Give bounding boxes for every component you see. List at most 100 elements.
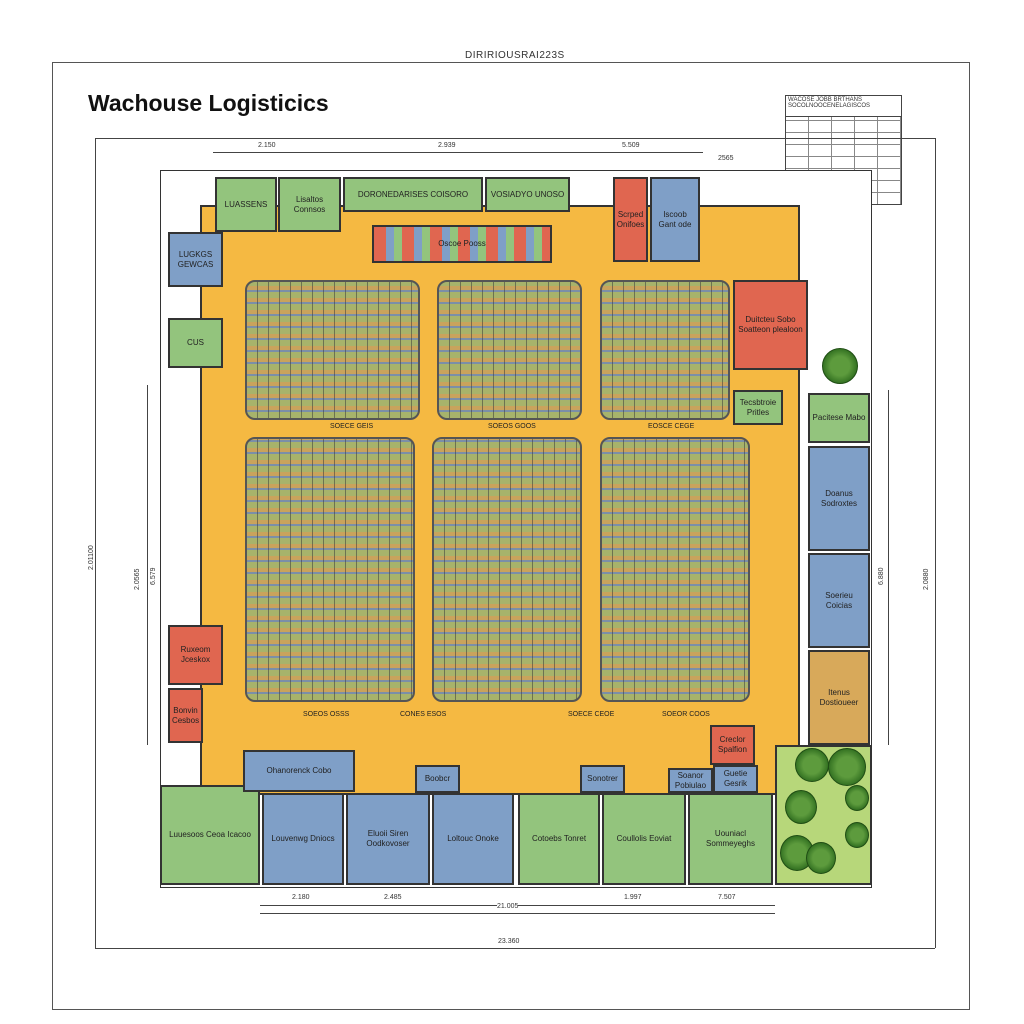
dimension-line — [260, 913, 775, 914]
dimension-label: 6.579 — [150, 567, 157, 585]
dimension-line — [213, 152, 703, 153]
room-label: Loltouc Onoke — [447, 834, 499, 844]
room: Duitcteu Sobo Soatteon plealoon — [733, 280, 808, 370]
dimension-label: 7.507 — [718, 894, 736, 901]
room-label: DORONEDARISES COISORO — [357, 189, 469, 199]
room: Louvenwg Dniocs — [262, 793, 344, 885]
tree-icon — [795, 748, 829, 782]
dimension-line — [95, 138, 96, 948]
corridor-label: SOEOS GOOS — [488, 423, 536, 430]
room-label: Creclor Spalfion — [718, 735, 747, 754]
room: Sonotrer — [580, 765, 625, 793]
room: Ruxeom Jceskox — [168, 625, 223, 685]
dimension-line — [95, 138, 935, 139]
room-label: VOSIADYO UNOSO — [490, 189, 565, 199]
room-label: Soanor Pobiulao — [674, 770, 707, 790]
room: Eluoii Siren Oodkovoser — [346, 793, 430, 885]
room: Uouniacl Sommeyeghs — [688, 793, 773, 885]
corridor-label: SOECE CEOE — [568, 711, 615, 718]
dimension-label: 1.997 — [624, 894, 642, 901]
room-label: CUS — [187, 338, 204, 348]
room: Tecsbtroie Pritles — [733, 390, 783, 425]
room-label: Eluoii Siren Oodkovoser — [366, 829, 410, 848]
dimension-line — [935, 138, 936, 948]
room: Creclor Spalfion — [710, 725, 755, 765]
room-label: Soerieu Coicias — [825, 590, 853, 610]
room: Ohanorenck Cobo — [243, 750, 355, 792]
room: DORONEDARISES COISORO — [343, 177, 483, 212]
room: LUASSENS — [215, 177, 277, 232]
room: Cotoebs Tonret — [518, 793, 600, 885]
room-label: Oscoe Pooss — [438, 239, 486, 249]
storage-rack-block — [245, 280, 420, 420]
drawing-code: DIRIRIOUSRAI223S — [465, 50, 565, 61]
dimension-line — [147, 385, 148, 745]
title-block-line: SOCOLNOOCENELAGISCOS — [788, 103, 871, 109]
room: Bonvin Cesbos — [168, 688, 203, 743]
room-label: Cotoebs Tonret — [531, 834, 587, 844]
room-label: Tecsbtroie Pritles — [739, 397, 777, 417]
page-title: Wachouse Logisticics — [88, 90, 329, 116]
room-label: Doanus Sodroxtes — [820, 488, 858, 508]
room-label: Ruxeom Jceskox — [180, 645, 211, 664]
room-label: Itenus Dostioueer — [819, 687, 859, 707]
room: Coullolis Eoviat — [602, 793, 686, 885]
title-block-line: WACOSE JOBB BRTHANS — [788, 97, 863, 103]
storage-rack-block — [437, 280, 582, 420]
dimension-label: 2.01100 — [88, 545, 95, 570]
dimension-label: 2.485 — [384, 894, 402, 901]
room-label: Luuesoos Ceoa Icacoo — [169, 830, 251, 840]
room: Oscoe Pooss — [372, 225, 552, 263]
dimension-label: 2.150 — [258, 142, 276, 149]
room-label: Pacitese Mabo — [812, 413, 866, 423]
storage-rack-block — [600, 437, 750, 702]
room: Guetie Gesrik — [713, 765, 758, 793]
room: Soanor Pobiulao — [668, 768, 713, 793]
room: Itenus Dostioueer — [808, 650, 870, 745]
drawing-sheet-border — [52, 62, 970, 1010]
corridor-label: CONES ESOS — [400, 711, 447, 718]
tree-icon — [822, 348, 858, 384]
dimension-label: 23.360 — [498, 938, 520, 945]
room: Boobcr — [415, 765, 460, 793]
room-label: Iscoob Gant ode — [658, 209, 692, 229]
corridor-label: SOECE GEIS — [330, 423, 374, 430]
room-label: Louvenwg Dniocs — [271, 834, 335, 844]
room: Pacitese Mabo — [808, 393, 870, 443]
corridor-label: SOEOS OSSS — [303, 711, 350, 718]
room: Doanus Sodroxtes — [808, 446, 870, 551]
room: Scrped Onifoes — [613, 177, 648, 262]
room: LUGKGS GEWCAS — [168, 232, 223, 287]
dimension-label: 2.0880 — [923, 568, 930, 590]
corridor-label: EOSCE CEGE — [648, 423, 695, 430]
dimension-label: 5.509 — [622, 142, 640, 149]
tree-icon — [806, 842, 836, 874]
room: Soerieu Coicias — [808, 553, 870, 648]
tree-icon — [785, 790, 817, 824]
room: Lisaltos Connsos — [278, 177, 341, 232]
room-label: LUASSENS — [224, 199, 268, 209]
storage-rack-block — [600, 280, 730, 420]
room: CUS — [168, 318, 223, 368]
room-label: Ohanorenck Cobo — [266, 766, 332, 776]
room-label: Bonvin Cesbos — [171, 705, 200, 725]
tree-icon — [845, 785, 869, 811]
room-label: Uouniacl Sommeyeghs — [706, 829, 755, 848]
room: Luuesoos Ceoa Icacoo — [160, 785, 260, 885]
dimension-label: 2565 — [718, 155, 734, 162]
room-label: Sonotrer — [587, 774, 618, 784]
dimension-label: 2.939 — [438, 142, 456, 149]
dimension-label: 21.005 — [497, 903, 519, 910]
dimension-line — [888, 390, 889, 745]
dimension-label: 6.880 — [878, 567, 885, 585]
dimension-label: 2.0565 — [134, 568, 141, 590]
dimension-line — [95, 948, 935, 949]
room: VOSIADYO UNOSO — [485, 177, 570, 212]
tree-icon — [845, 822, 869, 848]
room-label: Lisaltos Connsos — [293, 194, 326, 214]
storage-rack-block — [432, 437, 582, 702]
room-label: Scrped Onifoes — [616, 209, 645, 229]
corridor-label: SOEOR COOS — [662, 711, 710, 718]
room-label: Coullolis Eoviat — [616, 834, 672, 844]
tree-icon — [828, 748, 866, 786]
